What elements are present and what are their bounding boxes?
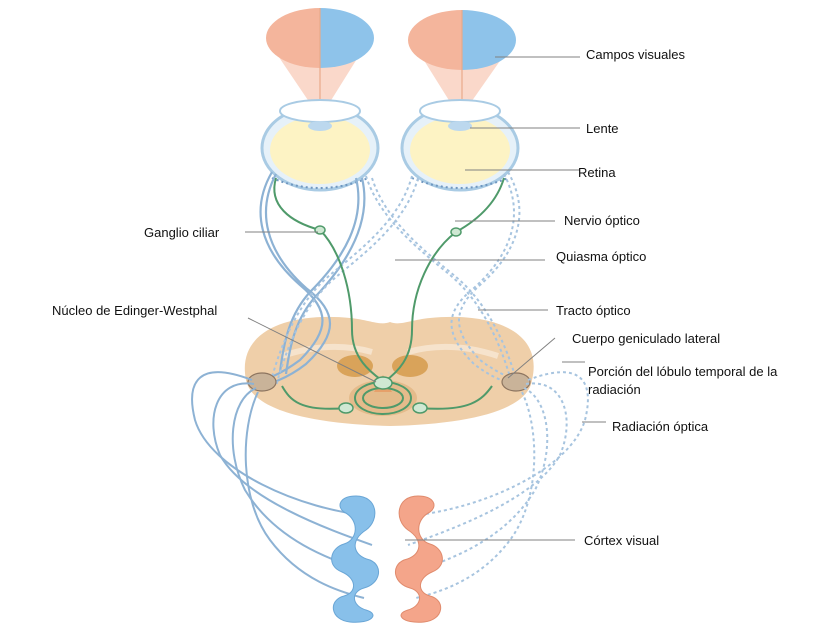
label-cortex-visual: Córtex visual bbox=[584, 533, 659, 549]
label-lente: Lente bbox=[586, 121, 619, 137]
label-radiacion-optica: Radiación óptica bbox=[612, 419, 708, 435]
label-nucleo-edinger-westphal: Núcleo de Edinger-Westphal bbox=[52, 303, 217, 319]
visual-cortex-left bbox=[332, 496, 379, 622]
label-retina: Retina bbox=[578, 165, 616, 181]
label-quiasma-optico: Quiasma óptico bbox=[556, 249, 646, 265]
lateral-geniculate-left bbox=[248, 373, 276, 391]
right-eye bbox=[402, 100, 518, 190]
visual-cortex-right bbox=[395, 496, 442, 622]
label-porcion-lobulo-temporal: Porción del lóbulo temporal de la radiac… bbox=[588, 363, 798, 399]
label-tracto-optico: Tracto óptico bbox=[556, 303, 631, 319]
label-nervio-optico: Nervio óptico bbox=[564, 213, 640, 229]
label-ganglio-ciliar: Ganglio ciliar bbox=[144, 225, 219, 241]
label-campos-visuales: Campos visuales bbox=[586, 47, 685, 63]
left-eye bbox=[262, 100, 378, 190]
label-cuerpo-geniculado-lateral: Cuerpo geniculado lateral bbox=[572, 331, 720, 347]
